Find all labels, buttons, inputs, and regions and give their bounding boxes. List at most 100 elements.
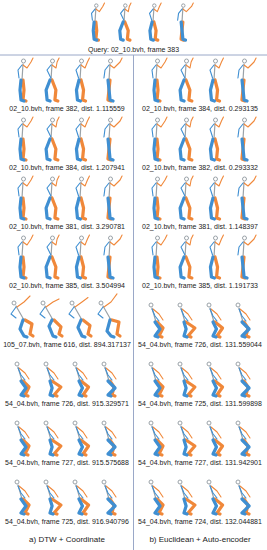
limb (81, 235, 89, 245)
limb (180, 198, 184, 219)
limb (20, 320, 27, 337)
limb (108, 381, 115, 396)
skeleton-figure (18, 58, 33, 101)
limb (213, 381, 216, 396)
limb (181, 486, 188, 498)
result-label: 54_04.bvh, frame 725, dist. 916.940796 (5, 517, 129, 526)
limb (242, 322, 249, 337)
limb (240, 427, 250, 438)
limb (153, 486, 163, 497)
limb (69, 307, 74, 318)
limb (213, 440, 216, 455)
limb (18, 427, 25, 439)
skeleton-figure (104, 235, 122, 278)
limb (154, 139, 158, 160)
limb (181, 22, 185, 40)
head (243, 177, 247, 181)
bone (243, 182, 244, 198)
limb (181, 242, 185, 255)
skeleton-figure (180, 117, 193, 160)
skeleton-figure (180, 235, 193, 278)
skeleton-figure (18, 176, 33, 219)
limb (215, 58, 223, 68)
skeleton-figure (15, 480, 29, 514)
result-label: 54_04.bvh, frame 725, dist. 131.599898 (138, 399, 262, 408)
limb (47, 427, 54, 439)
limb (25, 320, 33, 336)
limb (240, 309, 250, 320)
limb (75, 298, 88, 307)
limb (157, 117, 167, 127)
limb (76, 65, 80, 78)
result-label: 105_07.bvh, frame 616, dist. 894.317137 (3, 340, 131, 349)
limb (110, 176, 122, 186)
skeleton-figure (150, 3, 162, 40)
limb (242, 499, 249, 514)
limb (105, 368, 112, 380)
limb (154, 80, 158, 101)
skeleton-figure (18, 235, 33, 278)
limb (240, 486, 250, 497)
limb (181, 309, 188, 321)
skeleton-figure (18, 117, 33, 160)
skeleton-figure (207, 421, 223, 455)
limb (20, 257, 24, 278)
limb (154, 22, 158, 40)
skeleton-figure (44, 421, 61, 455)
skeleton-figure (40, 299, 62, 337)
skeleton-figure (149, 421, 163, 455)
limb (23, 117, 33, 127)
limb (183, 3, 193, 12)
head (22, 177, 26, 181)
limb (180, 80, 184, 101)
head (99, 301, 103, 305)
limb (21, 381, 26, 396)
limb (182, 486, 192, 497)
limb (79, 499, 82, 514)
limb (52, 235, 59, 245)
limb (46, 299, 59, 307)
bone (214, 64, 215, 80)
limb (108, 80, 113, 101)
limb (108, 440, 115, 455)
limb (186, 235, 193, 245)
bone (156, 64, 157, 80)
bone (80, 241, 81, 257)
limb (210, 368, 217, 380)
limb (106, 368, 116, 379)
limb (17, 296, 30, 307)
skeleton-figure (120, 3, 131, 40)
bone (156, 241, 157, 257)
skeleton-figure (207, 303, 223, 337)
bone (214, 123, 215, 139)
limb (155, 440, 160, 455)
limb (21, 440, 26, 455)
limb (238, 124, 243, 137)
limb (244, 235, 256, 245)
skeleton-figure (15, 362, 29, 396)
limb (121, 9, 124, 20)
head (236, 303, 240, 307)
head (22, 236, 26, 240)
head (80, 177, 84, 181)
head (178, 421, 182, 425)
limb (210, 198, 214, 219)
limb (242, 381, 249, 396)
head (41, 301, 45, 305)
limb (181, 183, 185, 196)
head (124, 4, 127, 7)
limb (184, 381, 187, 396)
limb (50, 499, 53, 514)
skeleton-figure (210, 117, 223, 160)
head (95, 4, 98, 7)
bone (22, 123, 23, 139)
skeleton-figure (178, 421, 195, 455)
limb (23, 58, 33, 68)
limb (244, 58, 256, 68)
bone (109, 241, 110, 257)
skeleton-figure (104, 117, 122, 160)
limb (211, 427, 221, 438)
head (214, 118, 218, 122)
limb (47, 368, 54, 380)
